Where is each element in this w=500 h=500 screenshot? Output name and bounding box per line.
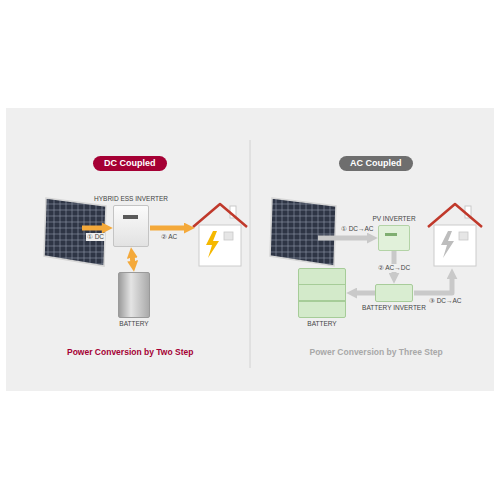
badge-text: DC Coupled [104,158,156,168]
device-label: BATTERY [307,320,336,328]
divider [250,140,251,368]
badge-text: AC Coupled [350,158,402,168]
step-label: ② AC [160,233,178,241]
flow-arrow [150,226,186,231]
caption-text: Power Conversion by Two Step [66,347,194,357]
house [428,204,482,266]
device-label: BATTERY INVERTER [362,304,426,312]
type-badge: AC Coupled [339,156,413,171]
hybrid-inverter: HYBRID ESS INVERTER [113,205,149,247]
flow-arrow [414,277,452,293]
step-label: ① DC [86,233,105,241]
battery-stack: BATTERY [298,268,346,318]
flow-connector [130,256,136,263]
pv-inverter: PV INVERTER [378,225,410,251]
device-label: PV INVERTER [372,215,415,223]
ground-panel [6,108,494,391]
edge-label: ② AC→DC [377,264,411,272]
flow-arrow [82,226,104,231]
flow-arrow [318,236,369,241]
flow-connector [355,291,375,296]
caption-text: Power Conversion by Three Step [309,347,444,357]
battery-inverter: BATTERY INVERTER [375,284,413,302]
device-label: BATTERY [119,320,148,328]
solar-panel [270,198,336,266]
house [193,204,247,266]
battery-unit: BATTERY [118,272,150,318]
step-label: ③ DC→AC [428,297,463,305]
device-label: HYBRID ESS INVERTER [94,195,168,203]
step-label: ① DC→AC [340,225,375,233]
solar-panel [44,198,106,266]
type-badge: DC Coupled [93,156,167,171]
